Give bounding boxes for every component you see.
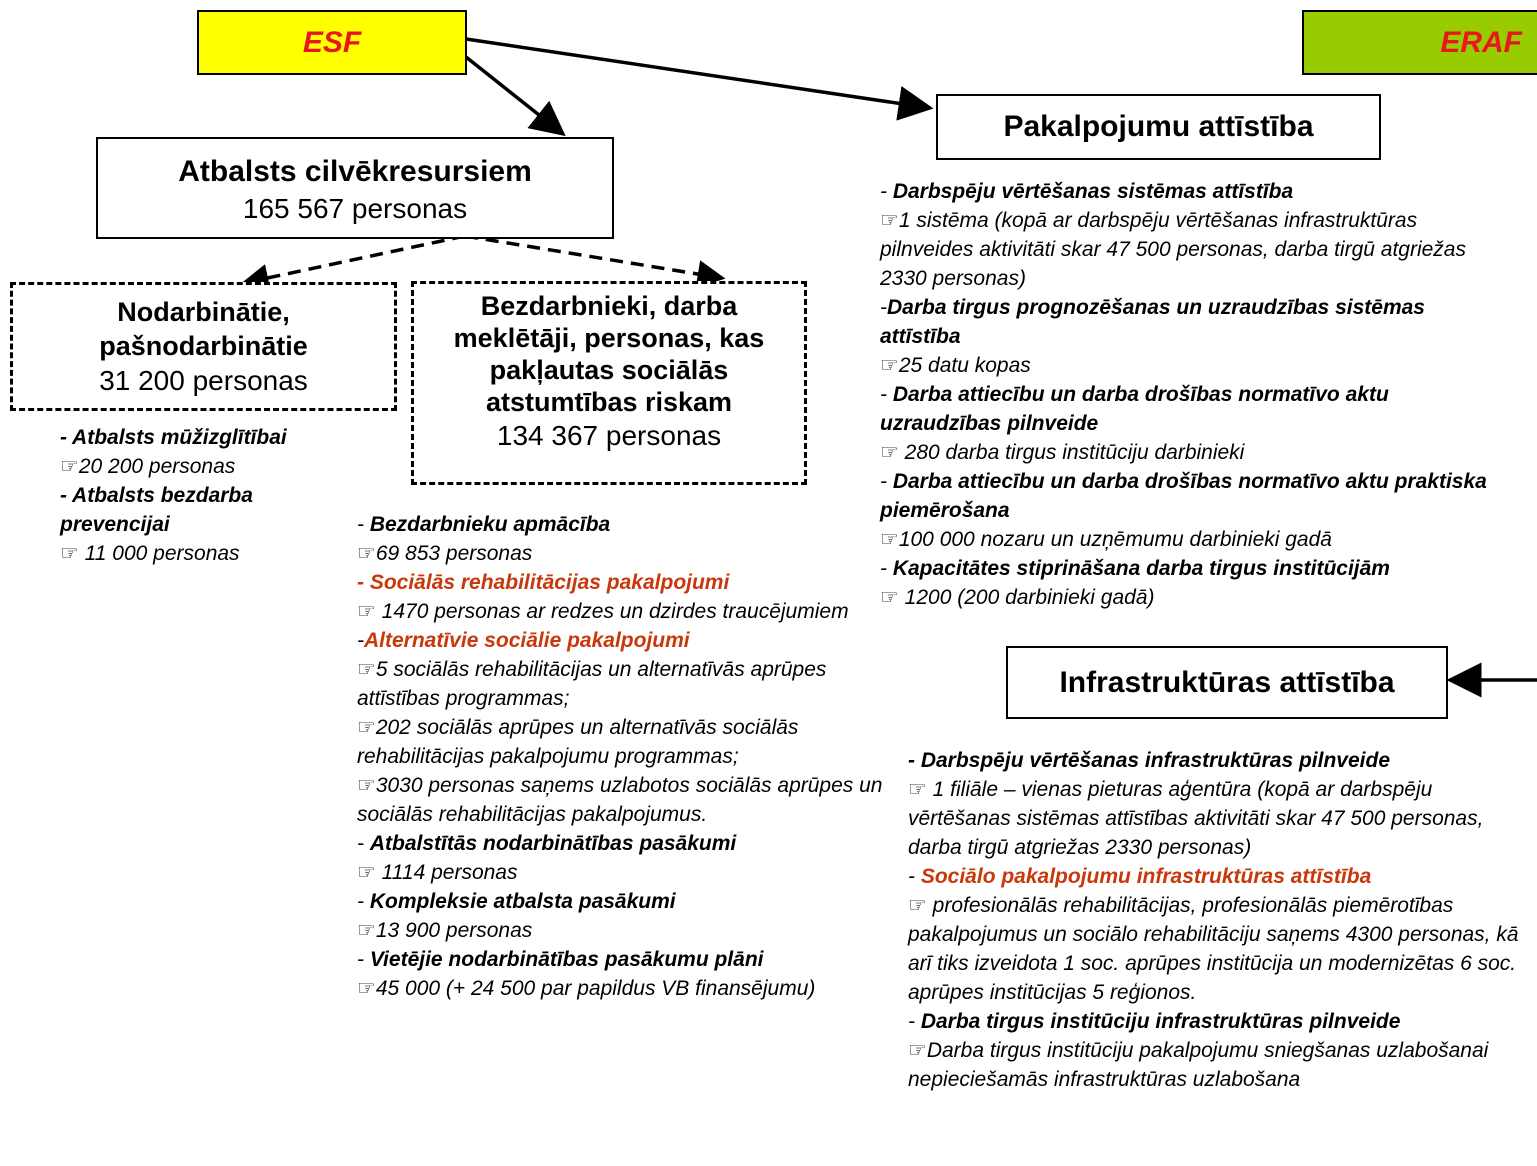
list-item-heading: Bezdarbnieku apmācība bbox=[369, 513, 611, 536]
arrow-human-to-employed bbox=[240, 234, 466, 292]
arrow-esf-to-services bbox=[465, 37, 934, 121]
infrastructure-box: Infrastruktūras attīstība bbox=[1006, 646, 1448, 719]
list-item: - Sociālo pakalpojumu infrastruktūras at… bbox=[908, 862, 1533, 891]
list-item: - Atbalstītās nodarbinātības pasākumi bbox=[357, 829, 892, 858]
list-item-dash: - bbox=[880, 557, 893, 580]
list-item: ☞ profesionālās rehabilitācijas, profesi… bbox=[908, 894, 1519, 1004]
list-item: ☞25 datu kopas bbox=[880, 354, 1031, 377]
list-item-heading: Kompleksie atbalsta pasākumi bbox=[369, 890, 676, 913]
list-item: ☞3030 personas saņems uzlabotos sociālās… bbox=[357, 774, 883, 826]
list-item: ☞Darba tirgus institūciju pakalpojumu sn… bbox=[908, 1039, 1489, 1091]
list-item-dash: - bbox=[880, 383, 893, 406]
services-title: Pakalpojumu attīstība bbox=[1003, 110, 1314, 143]
list-item: - Darba tirgus institūciju infrastruktūr… bbox=[908, 1007, 1533, 1036]
human-resources-title: Atbalsts cilvēkresursiem bbox=[178, 155, 532, 188]
list-item-dash: - bbox=[908, 1010, 921, 1033]
list-item-heading: Sociālo pakalpojumu infrastruktūras attī… bbox=[920, 865, 1372, 888]
list-item-label: - Atbalsts bezdarba prevencijai bbox=[60, 484, 253, 536]
services-activity-list: - Darbspēju vērtēšanas sistēmas attīstīb… bbox=[880, 177, 1500, 612]
list-item: - Darba attiecību un darba drošības norm… bbox=[880, 467, 1500, 525]
infrastructure-activity-list: - Darbspēju vērtēšanas infrastruktūras p… bbox=[908, 746, 1533, 1094]
list-item-dash: - bbox=[357, 948, 370, 971]
list-item: ☞ 280 darba tirgus institūciju darbiniek… bbox=[880, 441, 1245, 464]
list-item: ☞202 sociālās aprūpes un alternatīvās so… bbox=[357, 716, 799, 768]
list-item-dash: - bbox=[357, 890, 370, 913]
list-item-value: ☞ 11 000 personas bbox=[60, 542, 240, 565]
list-item-dash: - bbox=[908, 865, 921, 888]
erdf-fund-box: ERAF bbox=[1302, 10, 1537, 75]
list-item: -Darba tirgus prognozēšanas un uzraudzīb… bbox=[880, 293, 1500, 351]
arrow-esf-to-human bbox=[464, 55, 566, 137]
employed-count: 31 200 personas bbox=[99, 365, 308, 396]
list-item: - Bezdarbnieku apmācība bbox=[357, 510, 892, 539]
list-item: -Alternatīvie sociālie pakalpojumi bbox=[357, 626, 892, 655]
list-item: ☞100 000 nozaru un uzņēmumu darbinieki g… bbox=[880, 528, 1332, 551]
list-item-label: - Atbalsts mūžizglītībai bbox=[60, 426, 287, 449]
list-item-heading: Kapacitātes stiprināšana darba tirgus in… bbox=[892, 557, 1390, 580]
list-item: - Kapacitātes stiprināšana darba tirgus … bbox=[880, 554, 1500, 583]
employed-activity-list: - Atbalsts mūžizglītībai ☞20 200 persona… bbox=[60, 423, 345, 568]
list-item: - Vietējie nodarbinātības pasākumu plāni bbox=[357, 945, 892, 974]
list-item: ☞1 sistēma (kopā ar darbspēju vērtēšanas… bbox=[880, 209, 1466, 290]
human-resources-count: 165 567 personas bbox=[242, 193, 468, 224]
esf-fund-box: ESF bbox=[197, 10, 467, 75]
unemployed-box: Bezdarbnieki, darba meklētāji, personas,… bbox=[411, 281, 807, 485]
list-item: ☞5 sociālās rehabilitācijas un alternatī… bbox=[357, 658, 827, 710]
list-item-dash: - bbox=[357, 513, 370, 536]
unemployed-title: Bezdarbnieki, darba meklētāji, personas,… bbox=[453, 291, 765, 417]
list-item-heading: Darbspēju vērtēšanas sistēmas attīstība bbox=[892, 180, 1294, 203]
list-item-dash: - bbox=[880, 470, 893, 493]
employed-title: Nodarbinātie, pašnodarbinātie bbox=[99, 297, 308, 361]
erdf-label: ERAF bbox=[1440, 25, 1522, 59]
list-item-dash: - bbox=[357, 832, 370, 855]
list-item-dash: - bbox=[357, 629, 364, 652]
list-item: ☞ 1114 personas bbox=[357, 861, 518, 884]
list-item: - Darba attiecību un darba drošības norm… bbox=[880, 380, 1500, 438]
list-item-heading: Atbalstītās nodarbinātības pasākumi bbox=[369, 832, 737, 855]
list-item-heading: - Sociālās rehabilitācijas pakalpojumi bbox=[357, 571, 730, 594]
unemployed-activity-list: - Bezdarbnieku apmācība ☞69 853 personas -… bbox=[357, 510, 892, 1003]
list-item-heading: Darba tirgus institūciju infrastruktūras… bbox=[920, 1010, 1401, 1033]
unemployed-count: 134 367 personas bbox=[496, 420, 722, 451]
list-item: ☞69 853 personas bbox=[357, 542, 533, 565]
list-item: - Darbspēju vērtēšanas infrastruktūras p… bbox=[908, 746, 1533, 775]
list-item-dash: - bbox=[880, 296, 887, 319]
list-item-heading: Darba attiecību un darba drošības normat… bbox=[880, 470, 1487, 522]
list-item-heading: Alternatīvie sociālie pakalpojumi bbox=[364, 629, 690, 652]
human-resources-box: Atbalsts cilvēkresursiem 165 567 persona… bbox=[96, 137, 614, 239]
list-item-value: ☞20 200 personas bbox=[60, 455, 236, 478]
arrow-human-to-unemployed bbox=[464, 234, 726, 288]
esf-label: ESF bbox=[302, 25, 362, 59]
list-item-heading: - Darbspēju vērtēšanas infrastruktūras p… bbox=[908, 749, 1391, 772]
list-item: ☞ 1470 personas ar redzes un dzirdes tra… bbox=[357, 600, 849, 623]
services-box: Pakalpojumu attīstība bbox=[936, 94, 1381, 160]
infrastructure-title: Infrastruktūras attīstība bbox=[1059, 665, 1395, 699]
list-item: - Kompleksie atbalsta pasākumi bbox=[357, 887, 892, 916]
list-item-dash: - bbox=[880, 180, 893, 203]
list-item: ☞13 900 personas bbox=[357, 919, 533, 942]
list-item-heading: Darba tirgus prognozēšanas un uzraudzība… bbox=[880, 296, 1425, 348]
list-item-heading: Vietējie nodarbinātības pasākumu plāni bbox=[369, 948, 764, 971]
list-item: ☞ 1200 (200 darbinieki gadā) bbox=[880, 586, 1155, 609]
employed-box: Nodarbinātie, pašnodarbinātie 31 200 per… bbox=[10, 282, 397, 411]
list-item-heading: Darba attiecību un darba drošības normat… bbox=[880, 383, 1389, 435]
list-item: - Darbspēju vērtēšanas sistēmas attīstīb… bbox=[880, 177, 1500, 206]
list-item: - Sociālās rehabilitācijas pakalpojumi bbox=[357, 568, 892, 597]
list-item: ☞ 1 filiāle – vienas pieturas aģentūra (… bbox=[908, 778, 1484, 859]
list-item: ☞45 000 (+ 24 500 par papildus VB finans… bbox=[357, 977, 816, 1000]
